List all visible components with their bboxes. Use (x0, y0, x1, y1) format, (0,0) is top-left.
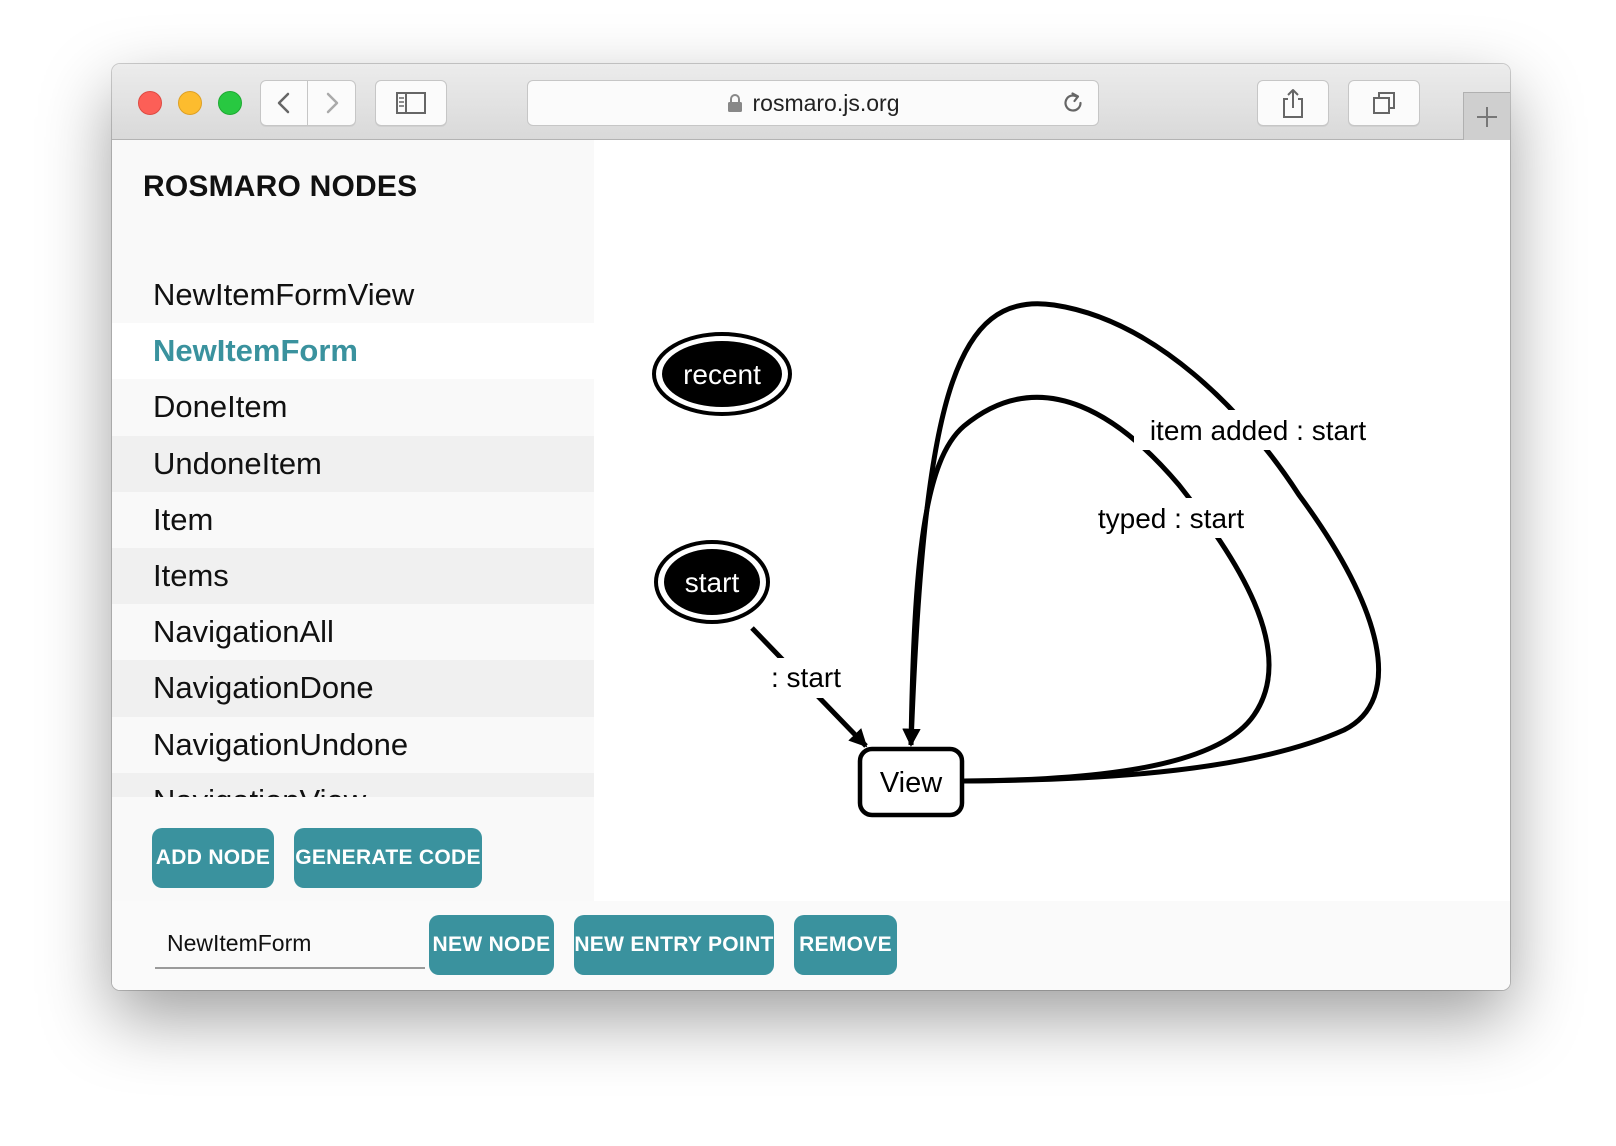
add-node-button[interactable]: ADD NODE (152, 828, 274, 888)
graph-node-view[interactable]: View (857, 746, 965, 818)
back-button[interactable] (260, 80, 308, 126)
new-tab-button[interactable] (1463, 92, 1510, 140)
edge-label-start: : start (771, 662, 841, 693)
forward-button[interactable] (308, 80, 356, 126)
chevron-right-icon (326, 92, 338, 114)
node-list-item[interactable]: NavigationUndone (112, 716, 594, 773)
generate-code-button[interactable]: GENERATE CODE (294, 828, 482, 888)
tabs-icon (1373, 92, 1395, 114)
node-list-item[interactable]: NewItemForm (112, 323, 594, 380)
sidebar-title: ROSMARO NODES (143, 170, 418, 203)
sidebar-toggle-button[interactable] (375, 80, 447, 126)
node-list-item[interactable]: NewItemFormView (112, 267, 594, 324)
reload-icon[interactable] (1060, 90, 1086, 121)
address-bar[interactable]: rosmaro.js.org (527, 80, 1099, 126)
edge-view-typed-loop[interactable] (902, 394, 1272, 784)
node-name-input[interactable] (155, 919, 425, 969)
browser-toolbar: rosmaro.js.org (112, 64, 1510, 140)
tabs-overview-button[interactable] (1348, 80, 1420, 126)
remove-button[interactable]: REMOVE (794, 915, 897, 975)
node-list-item[interactable]: DoneItem (112, 379, 594, 436)
chevron-left-icon (277, 92, 290, 114)
svg-text:recent: recent (683, 359, 761, 390)
node-list-item[interactable]: Items (112, 547, 594, 605)
share-icon (1283, 89, 1303, 118)
node-editor-bar: NEW NODE NEW ENTRY POINT REMOVE (112, 901, 1510, 990)
svg-text:View: View (880, 767, 943, 799)
close-window-button[interactable] (138, 91, 162, 115)
node-list-item[interactable]: UndoneItem (112, 435, 594, 492)
zoom-window-button[interactable] (218, 91, 242, 115)
sidebar-icon (396, 92, 426, 114)
plus-icon (1477, 106, 1497, 127)
new-node-button[interactable]: NEW NODE (429, 915, 554, 975)
entry-point-recent[interactable]: recent (652, 332, 792, 416)
share-button[interactable] (1257, 80, 1329, 126)
node-list-item[interactable]: NavigationView (112, 772, 594, 797)
entry-point-start[interactable]: start (654, 540, 770, 624)
node-list-item[interactable]: NavigationDone (112, 660, 594, 717)
new-entry-point-button[interactable]: NEW ENTRY POINT (574, 915, 774, 975)
minimize-window-button[interactable] (178, 91, 202, 115)
edge-view-item-added-loop[interactable] (902, 301, 1382, 784)
edge-label-item-added: item added : start (1150, 415, 1367, 446)
graph-canvas[interactable]: : start typed : start item added : start… (594, 140, 1510, 901)
browser-window: rosmaro.js.org (112, 64, 1510, 990)
svg-text:start: start (685, 567, 740, 598)
node-list-item[interactable]: NavigationAll (112, 604, 594, 661)
lock-icon (727, 93, 743, 113)
url-text: rosmaro.js.org (752, 89, 900, 116)
node-list-item[interactable]: Item (112, 491, 594, 548)
edge-label-typed: typed : start (1098, 503, 1245, 534)
state-graph: : start typed : start item added : start… (652, 301, 1382, 818)
